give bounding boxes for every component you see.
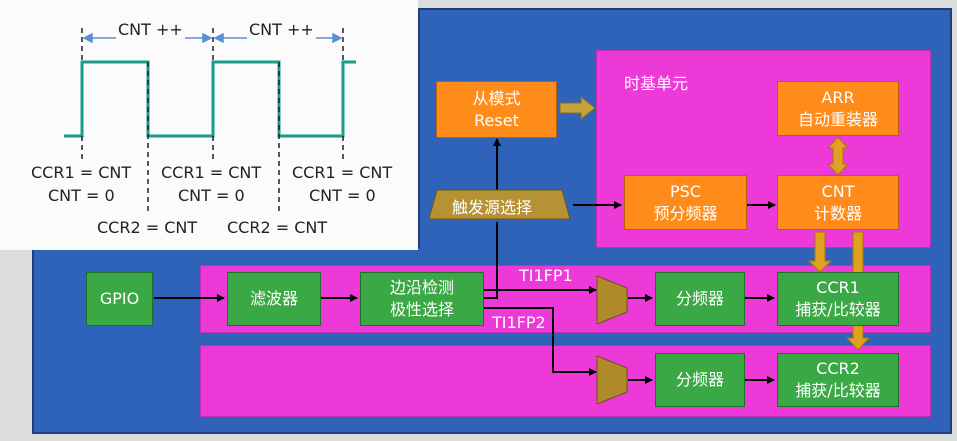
cnt-increment-label-2: CNT ++ (247, 20, 316, 39)
prescaler-block-1: 分频器 (655, 272, 745, 326)
trigger-select-shape (428, 189, 571, 220)
slave-mode-block: 从模式 Reset (436, 81, 557, 138)
ccr1-capture-label-1: CCR1 = CNT (31, 163, 132, 182)
timing-diagram-panel (0, 0, 418, 250)
psc-block: PSC 预分频器 (624, 175, 747, 230)
edge-detect-block: 边沿检测 极性选择 (360, 272, 484, 326)
channel1-mux (596, 275, 628, 325)
ccr2-capture-label-2: CCR2 = CNT (227, 218, 328, 237)
cnt-block: CNT 计数器 (777, 175, 899, 230)
cnt-to-ccr1-arrow-left (807, 231, 833, 273)
ccr2-capture-label-1: CCR2 = CNT (97, 218, 198, 237)
ti1fp2-label: TI1FP2 (492, 313, 546, 332)
cnt-reset-label-1: CNT = 0 (48, 186, 115, 205)
filter-block: 滤波器 (227, 272, 321, 326)
timing-waveform (64, 28, 356, 215)
cnt-reset-label-2: CNT = 0 (178, 186, 245, 205)
edge-markers (81, 28, 344, 215)
trigger-select-label: 触发源选择 (452, 198, 533, 217)
cnt-increment-label-1: CNT ++ (116, 20, 185, 39)
slave-mode-to-time-base-arrow (559, 95, 596, 121)
ti1fp1-label: TI1FP1 (519, 266, 573, 285)
arr-block: ARR 自动重装器 (777, 81, 899, 136)
arr-cnt-double-arrow (826, 136, 850, 176)
ccr1-block: CCR1 捕获/比较器 (777, 272, 899, 326)
channel2-mux (596, 355, 628, 405)
ccr1-capture-label-3: CCR1 = CNT (292, 163, 393, 182)
ccr1-capture-label-2: CCR1 = CNT (161, 163, 262, 182)
cnt-reset-label-3: CNT = 0 (309, 186, 376, 205)
ccr2-block: CCR2 捕获/比较器 (777, 353, 899, 407)
time-base-unit-title: 时基单元 (624, 74, 689, 93)
prescaler-block-2: 分频器 (655, 353, 745, 407)
gpio-block: GPIO (86, 272, 153, 326)
input-square-wave (64, 60, 356, 138)
